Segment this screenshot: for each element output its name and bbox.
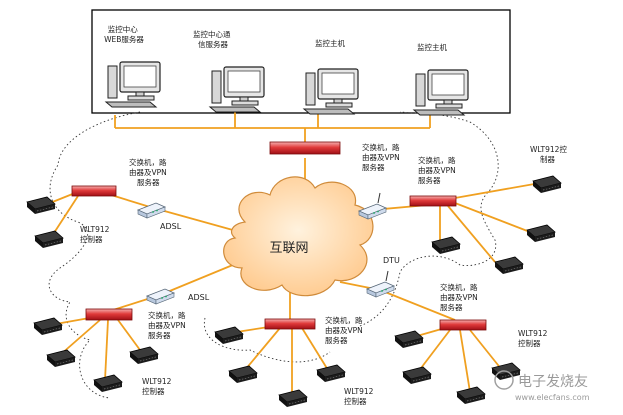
switch-router-bottom-center (264, 318, 316, 330)
switch-label: 交换机，路 由器及VPN 服务器 (148, 310, 188, 340)
dtu-label: DTU (383, 256, 400, 265)
controller-labels: WLT912 控制器 WLT912控 制器 WLT912 控制器 WLT912 … (80, 144, 569, 406)
antenna (377, 192, 389, 282)
controller-device (526, 224, 556, 243)
controller-label: WLT912 控制器 (80, 225, 112, 244)
switch-router-left (71, 185, 117, 197)
switch-label: 交换机，路 由器及VPN 服务器 (418, 155, 458, 185)
adsl-label: ADSL (160, 222, 182, 231)
controller-label: WLT912 控制器 (344, 387, 376, 406)
monitor-node-label: 监控主机 (417, 42, 447, 52)
switch-label: 交换机，路 由器及VPN 服务器 (440, 282, 480, 312)
switch-label: 交换机，路 由器及VPN 服务器 (129, 157, 169, 187)
watermark-logo-icon (494, 370, 514, 390)
controller-label: WLT912 控制器 (142, 377, 174, 396)
watermark-url: www.elecfans.com (515, 393, 590, 402)
controller-device (394, 330, 424, 349)
switch-router-right (409, 195, 457, 207)
switch-labels: 交换机，路 由器及VPN 服务器 交换机，路 由器及VPN 服务器 交换机，路 … (129, 142, 480, 345)
monitor-node-label: 监控中心通 信服务器 (193, 29, 233, 49)
controller-label: WLT912 控制器 (518, 329, 550, 348)
switch-label: 交换机，路 由器及VPN 服务器 (362, 142, 402, 172)
switch-label: 交换机，路 由器及VPN 服务器 (325, 315, 365, 345)
watermark: 电子发烧友 www.elecfans.com (494, 370, 590, 402)
controller-device (129, 346, 159, 365)
dtu-modem-upper (358, 203, 387, 220)
controller-device (214, 326, 244, 345)
switch-router-bottom-left (85, 308, 133, 321)
switch-router-center (269, 141, 341, 155)
controller-device (431, 236, 461, 255)
controller-device (278, 389, 308, 408)
controller-device (402, 366, 432, 385)
controller-device (33, 317, 63, 336)
watermark-title: 电子发烧友 (518, 374, 588, 390)
controller-device (93, 374, 123, 393)
monitor-node-label: 监控中心 WEB服务器 (104, 24, 144, 44)
adsl-modem-lower (146, 288, 175, 305)
controller-device (228, 365, 258, 384)
switch-router-bottom-right (439, 319, 487, 331)
controller-device (26, 196, 56, 215)
internet-label: 互联网 (269, 241, 308, 256)
controller-device (34, 230, 64, 249)
controller-device (46, 349, 76, 368)
adsl-label: ADSL (188, 293, 210, 302)
internet-cloud (223, 176, 374, 297)
controller-device (494, 256, 524, 275)
controller-device (532, 175, 562, 194)
network-boundary (48, 111, 499, 399)
controller-label: WLT912控 制器 (530, 144, 569, 164)
monitor-node-label: 监控主机 (315, 38, 345, 48)
controller-device (456, 386, 486, 405)
controller-device (316, 364, 346, 383)
switch-routers (71, 141, 487, 331)
